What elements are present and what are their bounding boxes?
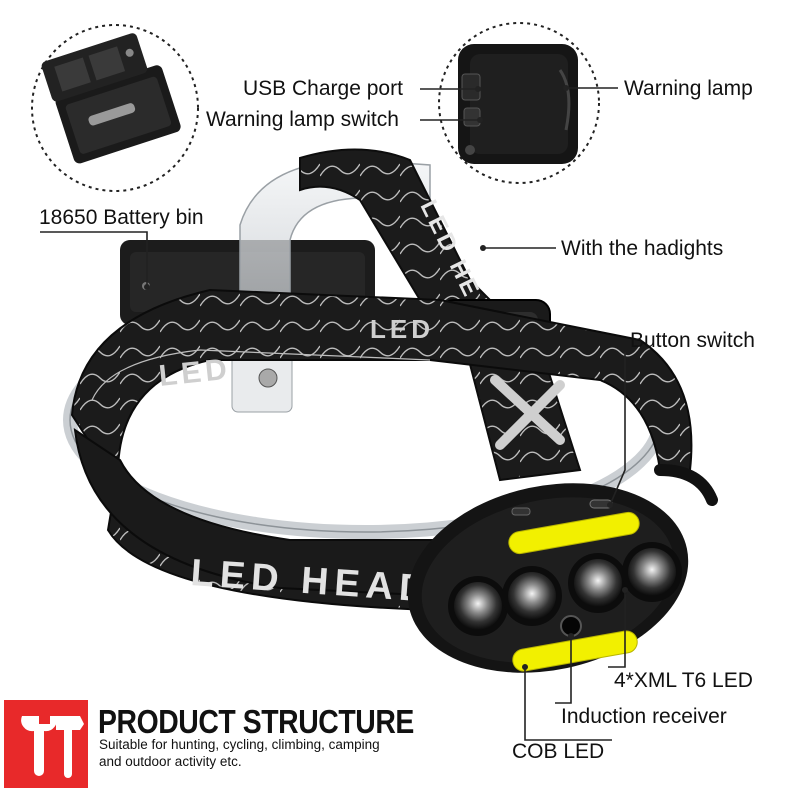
tools-badge-bg — [4, 700, 88, 788]
usb-detail-callout — [438, 22, 600, 184]
label-battery-bin: 18650 Battery bin — [39, 206, 204, 229]
rear-strap-print-left: LED — [157, 353, 232, 393]
hammer-icon — [56, 716, 84, 778]
footer-subtitle-line1: Suitable for hunting, cycling, climbing,… — [99, 737, 380, 752]
lamp-head — [407, 483, 689, 673]
tools-badge — [4, 700, 88, 788]
label-xml-led: 4*XML T6 LED — [614, 669, 753, 692]
cob-led-top — [508, 511, 640, 555]
cob-led-bottom — [512, 630, 638, 672]
footer-subtitle-line2: and outdoor activity etc. — [99, 754, 242, 769]
label-button-switch: Button switch — [630, 329, 755, 352]
battery-detail-callout — [31, 24, 199, 192]
wrench-icon — [21, 716, 57, 776]
label-usb-charge-port: USB Charge port — [243, 77, 403, 100]
label-warning-lamp-switch: Warning lamp switch — [206, 108, 399, 131]
leader-lines — [40, 87, 626, 741]
product-structure-title: PRODUCT STRUCTURE — [98, 703, 414, 740]
leader-dots — [144, 85, 628, 670]
label-cob-led: COB LED — [512, 740, 605, 763]
label-headlights: With the hadights — [561, 237, 724, 260]
label-warning-lamp: Warning lamp — [624, 77, 753, 100]
xml-led-array — [448, 542, 682, 636]
label-induction-receiver: Induction receiver — [561, 705, 727, 728]
rear-strap-print-right: LED — [370, 314, 434, 344]
